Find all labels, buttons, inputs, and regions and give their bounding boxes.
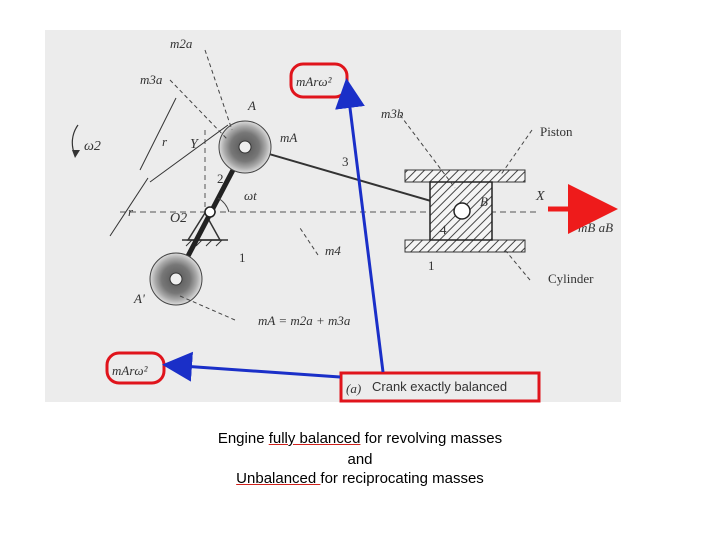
label-piston: Piston: [540, 124, 573, 139]
label-num-1-left: 1: [239, 250, 246, 265]
label-mArw2-top: mArω²: [296, 74, 333, 89]
figure-background: [45, 30, 621, 402]
dimension-r: [109, 97, 229, 237]
label-A-prime: A': [133, 291, 145, 306]
label-A: A: [247, 98, 256, 113]
caption-fully-balanced: fully balanced: [268, 430, 361, 447]
blue-arrow-left: [162, 351, 341, 382]
label-m3b: m3b: [381, 106, 404, 121]
label-m3a: m3a: [140, 72, 163, 87]
leader-lines: [169, 49, 533, 321]
caption-line-1: Engine fully balanced for revolving mass…: [0, 430, 720, 447]
label-num-4: 4: [440, 222, 447, 237]
ground-support: [182, 211, 228, 247]
cylinder-wall-bottom: [404, 239, 526, 253]
label-omega-t: ωt: [244, 188, 257, 203]
label-O2: O2: [170, 211, 187, 226]
label-mA-top: mA: [280, 130, 297, 145]
label-m4: m4: [325, 243, 341, 258]
blue-arrow-up: [335, 78, 385, 373]
label-r-lower: r: [128, 204, 134, 219]
angle-arc: [217, 197, 230, 213]
caption-line1-pre: Engine: [217, 430, 269, 447]
label-cylinder: Cylinder: [548, 271, 594, 286]
cylinder-wall-top: [404, 169, 526, 183]
label-r-upper: r: [162, 134, 168, 149]
label-num-2: 2: [217, 171, 224, 186]
caption-unbalanced: Unbalanced: [236, 470, 321, 487]
caption-line3-post: for reciprocating masses: [320, 470, 484, 487]
label-subfigure: (a): [346, 381, 361, 396]
label-omega2: ω2: [84, 139, 101, 154]
label-Y: Y: [190, 137, 200, 152]
label-mArw2-bottom: mArω²: [112, 363, 149, 378]
caption-line-2: and: [0, 451, 720, 468]
label-mB-aB: mB aB: [578, 220, 613, 235]
pivot-O2: [204, 206, 216, 218]
label-crank-balanced: Crank exactly balanced: [372, 379, 507, 394]
label-num-3: 3: [342, 154, 349, 169]
label-X: X: [535, 189, 545, 204]
label-num-1-right: 1: [428, 258, 435, 273]
caption-and: and: [347, 451, 373, 468]
caption-line-3: Unbalanced for reciprocating masses: [0, 470, 720, 487]
label-m2a: m2a: [170, 36, 193, 51]
highlight-box-crank: [339, 371, 541, 403]
label-B: B: [480, 194, 488, 209]
connecting-rod: [244, 146, 463, 211]
label-mA-equation: mA = m2a + m3a: [258, 313, 351, 328]
caption-line1-post: for revolving masses: [360, 430, 503, 447]
